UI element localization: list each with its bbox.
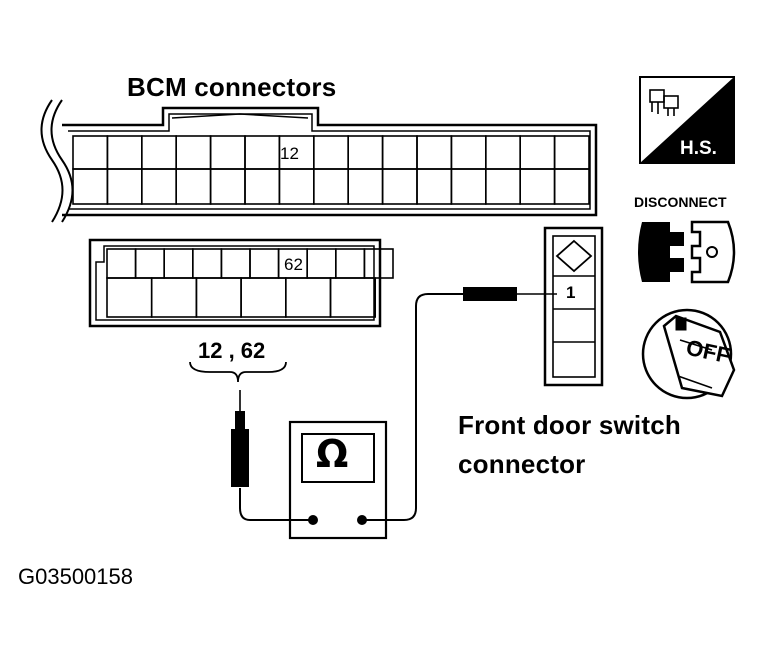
- front-door-switch-connector: [543, 226, 604, 387]
- pin-cavity: [329, 277, 377, 318]
- pin-cavity: [312, 135, 349, 170]
- test-leads: [231, 287, 557, 521]
- pin-cavity: [220, 248, 251, 279]
- pin-cavity: [244, 168, 281, 205]
- pin-cavity: [192, 248, 223, 279]
- probe-brace: [189, 361, 287, 383]
- harness-side-icon: [639, 76, 735, 164]
- pin-cavity: [209, 168, 246, 205]
- pin-cavity: [106, 277, 153, 318]
- pin-cavity: [249, 248, 280, 279]
- pin-cavity: [106, 248, 137, 279]
- pin-cavity: [334, 248, 366, 279]
- bcm-lower-pin-grid: [106, 248, 394, 318]
- ignition-off-icon-graphic: [641, 308, 736, 400]
- hs-icon-text: H.S.: [680, 138, 717, 159]
- pin-cavity: [553, 135, 590, 170]
- pin-cavity: [381, 168, 418, 205]
- pin-cavity: [519, 168, 556, 205]
- pin-cavity: [209, 135, 246, 170]
- pin-cavity: [284, 277, 332, 318]
- pin-cavity: [484, 135, 521, 170]
- pin-cavity: [416, 168, 453, 205]
- switch-pin-1-label: 1: [566, 283, 576, 302]
- bcm-pin-12-label: 12: [280, 144, 299, 163]
- pin-cavity: [312, 168, 349, 205]
- bcm-pin-62-label: 62: [284, 255, 303, 274]
- pin-cavity: [141, 168, 178, 205]
- pin-cavity: [195, 277, 242, 318]
- disconnect-icon-text: DISCONNECT: [634, 194, 727, 210]
- pin-cavity: [519, 135, 556, 170]
- bcm-lower-connector: [88, 238, 382, 328]
- probe-pins-label: 12 , 62: [198, 338, 266, 363]
- pin-cavity: [72, 168, 109, 205]
- pin-cavity: [141, 135, 178, 170]
- pin-cavity: [363, 248, 394, 279]
- pin-cavity: [106, 135, 143, 170]
- pin-cavity: [175, 168, 212, 205]
- ohm-symbol: Ω: [316, 432, 349, 476]
- pin-cavity: [450, 168, 487, 205]
- pin-cavity: [163, 248, 194, 279]
- pin-cavity: [175, 135, 212, 170]
- disconnect-icon-graphic: [638, 220, 736, 284]
- bcm-upper-pin-grid: [72, 135, 590, 205]
- pin-cavity: [240, 277, 287, 318]
- pin-cavity: [72, 135, 109, 170]
- pin-cavity: [150, 277, 198, 318]
- pin-cavity: [278, 168, 315, 205]
- front-door-switch-label-line2: connector: [458, 449, 586, 479]
- pin-cavity: [106, 168, 143, 205]
- pin-cavity: [134, 248, 166, 279]
- pin-cavity: [347, 168, 384, 205]
- pin-cavity: [244, 135, 281, 170]
- pin-cavity: [484, 168, 521, 205]
- pin-cavity: [347, 135, 384, 170]
- bcm-upper-connector: [40, 99, 598, 223]
- pin-cavity: [306, 248, 337, 279]
- pin-cavity: [553, 168, 590, 205]
- pin-cavity: [450, 135, 487, 170]
- front-door-switch-label-line1: Front door switch: [458, 410, 681, 440]
- figure-code: G03500158: [18, 564, 133, 589]
- pin-cavity: [381, 135, 418, 170]
- bcm-connectors-label: BCM connectors: [127, 72, 337, 102]
- pin-cavity: [416, 135, 453, 170]
